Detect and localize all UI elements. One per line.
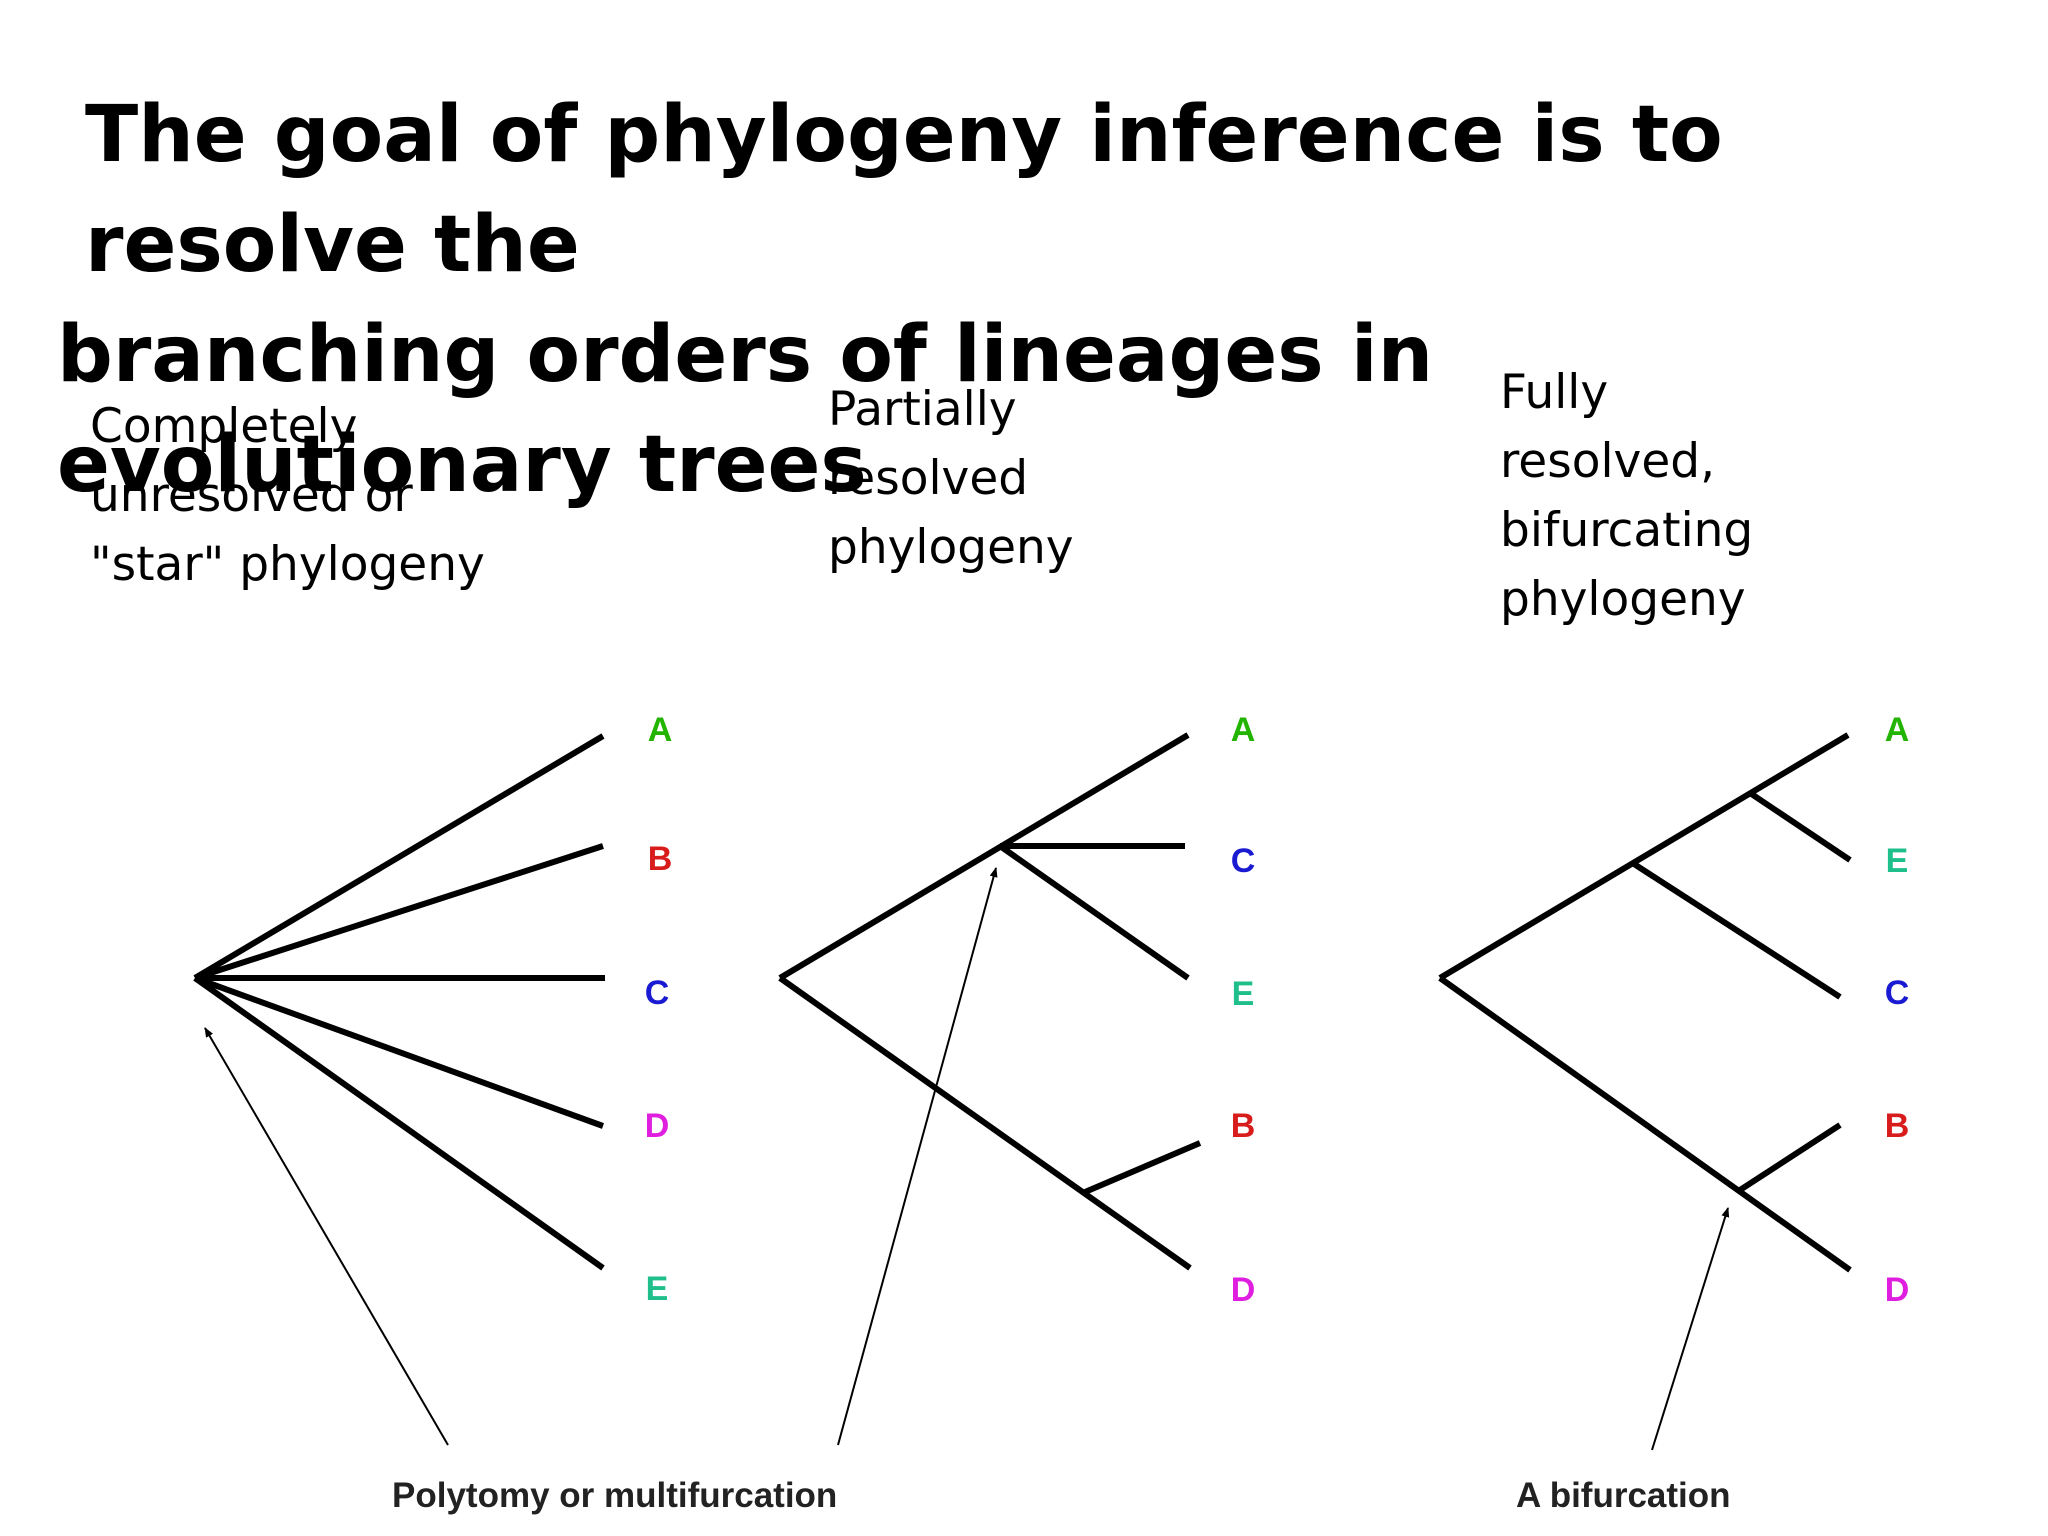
full-tree: A E C B D	[1438, 711, 1910, 1309]
full-tip-label: E	[1886, 842, 1909, 880]
polytomy-arrow-star	[204, 1027, 449, 1446]
full-tip-label: B	[1885, 1107, 1910, 1145]
star-tip-label: A	[648, 711, 673, 749]
slide-title: The goal of phylogeny inference is to re…	[40, 80, 2000, 520]
polytomy-label: Polytomy or multifurcation	[392, 1476, 837, 1515]
full-branch-root-d	[1438, 975, 1852, 1273]
partial-branch-e	[998, 843, 1190, 981]
star-tip-label: D	[645, 1107, 670, 1145]
full-branch-c	[1632, 861, 1842, 1000]
caption-partial-phylogeny: Partially resolved phylogeny	[828, 382, 1074, 575]
partial-tip-label: B	[1231, 1107, 1256, 1145]
partial-tip-label: C	[1231, 842, 1256, 880]
partial-branch-root-d	[778, 975, 1192, 1271]
caption-full-phylogeny: Fully resolved, bifurcating phylogeny	[1500, 365, 1754, 627]
bifurcation-label: A bifurcation	[1516, 1476, 1731, 1515]
partial-branch-root-a	[778, 732, 1190, 981]
star-branch-d	[193, 975, 605, 1129]
partial-tree: A C E B D	[778, 711, 1256, 1309]
full-tip-label: C	[1885, 974, 1910, 1012]
full-branch-e	[1748, 790, 1852, 863]
partial-tip-label: E	[1232, 975, 1255, 1013]
caption-star-phylogeny: Completely unresolved or "star" phylogen…	[90, 399, 485, 592]
title-line-2: branching orders of lineages in evolutio…	[57, 310, 1434, 510]
star-branch-e	[193, 975, 605, 1271]
star-tip-label: B	[648, 840, 673, 878]
full-branch-root-a	[1438, 732, 1850, 981]
partial-tip-label: A	[1231, 711, 1256, 749]
star-tip-label: E	[646, 1270, 669, 1308]
full-branch-b	[1738, 1122, 1842, 1193]
star-branch-a	[193, 733, 605, 981]
polytomy-arrow-partial	[837, 867, 998, 1446]
full-tip-label: D	[1885, 1271, 1910, 1309]
partial-tip-label: D	[1231, 1271, 1256, 1309]
star-branch-b	[194, 843, 604, 981]
bifurcation-arrow	[1651, 1207, 1730, 1451]
partial-branch-b	[1083, 1140, 1202, 1195]
star-tip-label: C	[645, 974, 670, 1012]
title-line-1: The goal of phylogeny inference is to re…	[85, 90, 1723, 290]
full-tip-label: A	[1885, 711, 1910, 749]
star-tree: A B C D E	[193, 711, 673, 1308]
